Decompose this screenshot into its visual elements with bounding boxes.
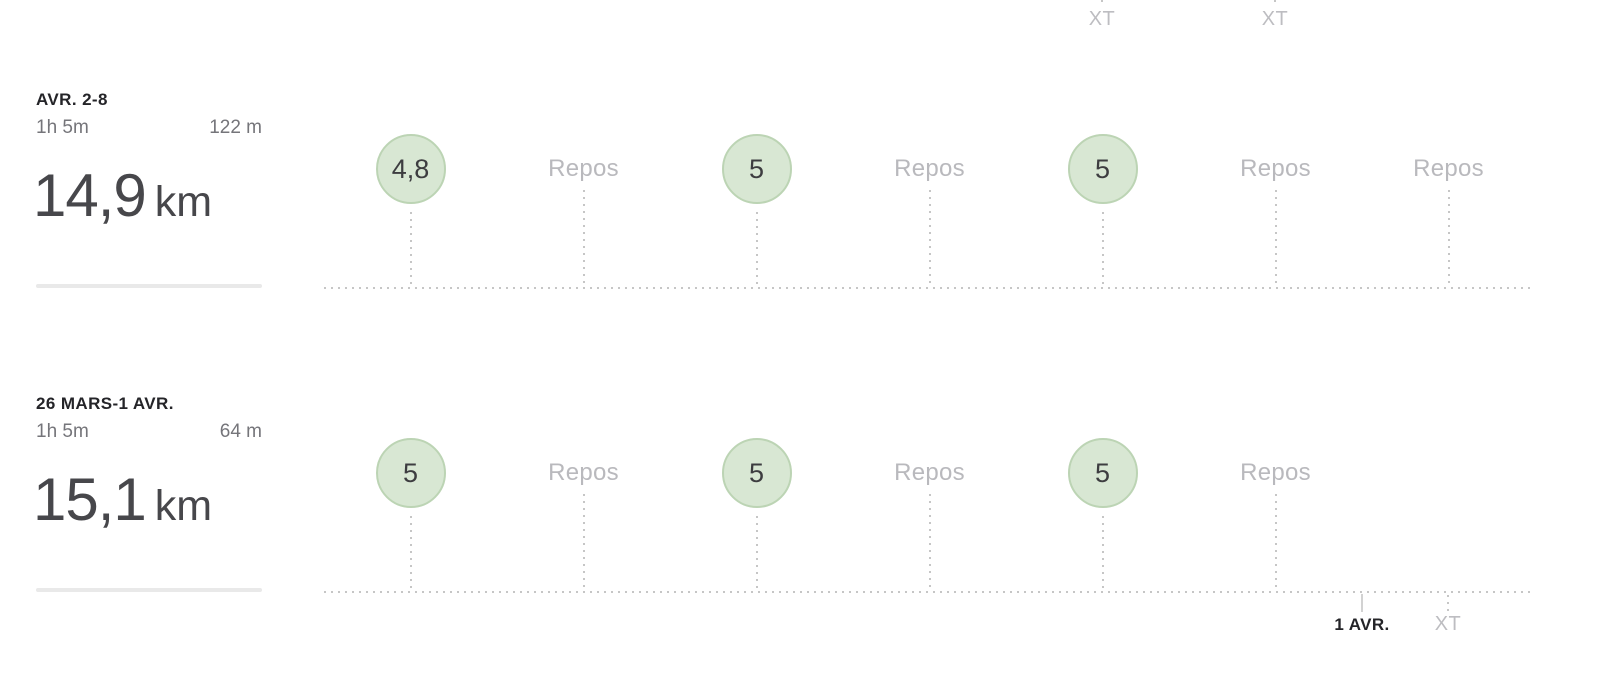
run-distance-value: 4,8 [391, 153, 430, 184]
rest-label: Repos [1240, 155, 1311, 182]
day-cell-empty [1362, 438, 1535, 593]
run-distance-value: 5 [1094, 457, 1111, 488]
week-duration: 1h 5m [36, 117, 89, 138]
rest-label: Repos [548, 155, 619, 182]
week-elevation: 122 m [209, 117, 262, 138]
drop-line [755, 516, 758, 590]
drop-line [1274, 494, 1277, 590]
week-title: AVR. 2-8 [36, 90, 108, 109]
day-cell-run: 5 [670, 438, 843, 593]
week-baseline [324, 287, 1535, 289]
rest-label: Repos [894, 155, 965, 182]
drop-line [582, 190, 585, 286]
date-tick [1361, 594, 1363, 612]
drop-line [1101, 516, 1104, 590]
run-distance-circle[interactable]: 4,8 [375, 134, 446, 204]
date-label: 1 AVR. [1334, 615, 1390, 634]
week-summary[interactable]: 26 MARS-1 AVR. 1h 5m 64 m 15,1 km [33, 394, 262, 594]
day-cell-rest: Repos [843, 134, 1016, 289]
cross-training-label[interactable]: XT [1088, 8, 1116, 30]
day-cell-rest: Repos [843, 438, 1016, 593]
drop-line [1101, 212, 1104, 286]
day-cell-run: 4,8 [324, 134, 497, 289]
drop-line [928, 494, 931, 590]
week-distance-value: 15,1 [33, 466, 147, 533]
dotted-connector [1101, 0, 1103, 6]
drop-line [755, 212, 758, 286]
day-cell-rest: Repos [1189, 438, 1362, 593]
week-distance: 15,1 km [33, 470, 212, 530]
day-cell-run: 5 [670, 134, 843, 289]
week-baseline [324, 591, 1535, 593]
week-stats: 1h 5m 122 m [36, 117, 262, 139]
drop-line [582, 494, 585, 590]
rest-label: Repos [1413, 155, 1484, 182]
run-distance-circle[interactable]: 5 [1067, 134, 1138, 204]
drop-line [928, 190, 931, 286]
day-cell-rest: Repos [497, 134, 670, 289]
week-stats: 1h 5m 64 m [36, 421, 262, 443]
week-elevation: 64 m [219, 421, 262, 442]
week-duration: 1h 5m [36, 421, 89, 442]
week-distance-value: 14,9 [33, 162, 147, 229]
day-cell-rest: Repos [497, 438, 670, 593]
cross-training-label[interactable]: XT [1434, 613, 1462, 635]
rest-label: Repos [1240, 459, 1311, 486]
run-distance-value: 5 [748, 457, 765, 488]
run-distance-value: 5 [1094, 153, 1111, 184]
drop-line [1447, 190, 1450, 286]
day-cell-rest: Repos [1189, 134, 1362, 289]
drop-line [409, 516, 412, 590]
rest-label: Repos [548, 459, 619, 486]
day-cell-run: 5 [1016, 438, 1189, 593]
run-distance-value: 5 [402, 457, 419, 488]
week-distance: 14,9 km [33, 166, 212, 226]
week-distance-unit: km [154, 482, 213, 530]
day-cell-run: 5 [324, 438, 497, 593]
week-chart: 5 Repos 5 Repos 5 Repos [324, 438, 1535, 593]
run-distance-circle[interactable]: 5 [375, 438, 446, 508]
cross-training-label[interactable]: XT [1261, 8, 1289, 30]
divider [36, 588, 262, 592]
day-cell-run: 5 [1016, 134, 1189, 289]
dotted-connector [1274, 0, 1276, 6]
week-title: 26 MARS-1 AVR. [36, 394, 174, 413]
week-summary[interactable]: AVR. 2-8 1h 5m 122 m 14,9 km [33, 90, 262, 290]
divider [36, 284, 262, 288]
dotted-connector [1447, 595, 1449, 612]
run-distance-circle[interactable]: 5 [721, 438, 792, 508]
drop-line [409, 212, 412, 286]
week-distance-unit: km [154, 178, 213, 226]
rest-label: Repos [894, 459, 965, 486]
week-chart: 4,8 Repos 5 Repos 5 Repos [324, 134, 1535, 289]
run-distance-value: 5 [748, 153, 765, 184]
run-distance-circle[interactable]: 5 [721, 134, 792, 204]
drop-line [1274, 190, 1277, 286]
day-cell-rest: Repos [1362, 134, 1535, 289]
run-distance-circle[interactable]: 5 [1067, 438, 1138, 508]
